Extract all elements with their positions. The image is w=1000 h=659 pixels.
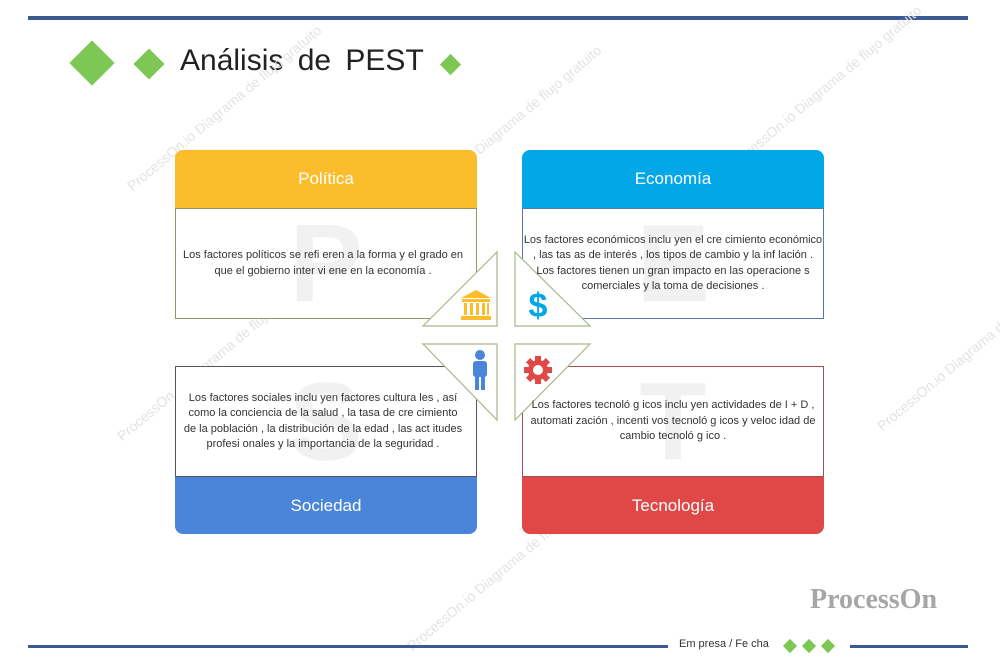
- gear-icon: [524, 356, 552, 384]
- bottom-rule: [850, 645, 968, 648]
- dollar-icon: $: [529, 287, 548, 325]
- page-title: Análisis de PEST: [180, 44, 424, 77]
- triangle-economia: [514, 250, 592, 327]
- top-rule: [28, 16, 968, 20]
- card-header: Política: [175, 150, 477, 208]
- footer-text: Em presa / Fe cha: [679, 638, 769, 650]
- card-header: Tecnología: [522, 477, 824, 534]
- card-header: Economía: [522, 150, 824, 208]
- card-header: Sociedad: [175, 477, 477, 534]
- person-icon: [473, 350, 487, 390]
- bank-icon: [461, 290, 491, 320]
- bottom-rule: [28, 645, 668, 648]
- processon-logo: ProcessOn: [810, 584, 938, 615]
